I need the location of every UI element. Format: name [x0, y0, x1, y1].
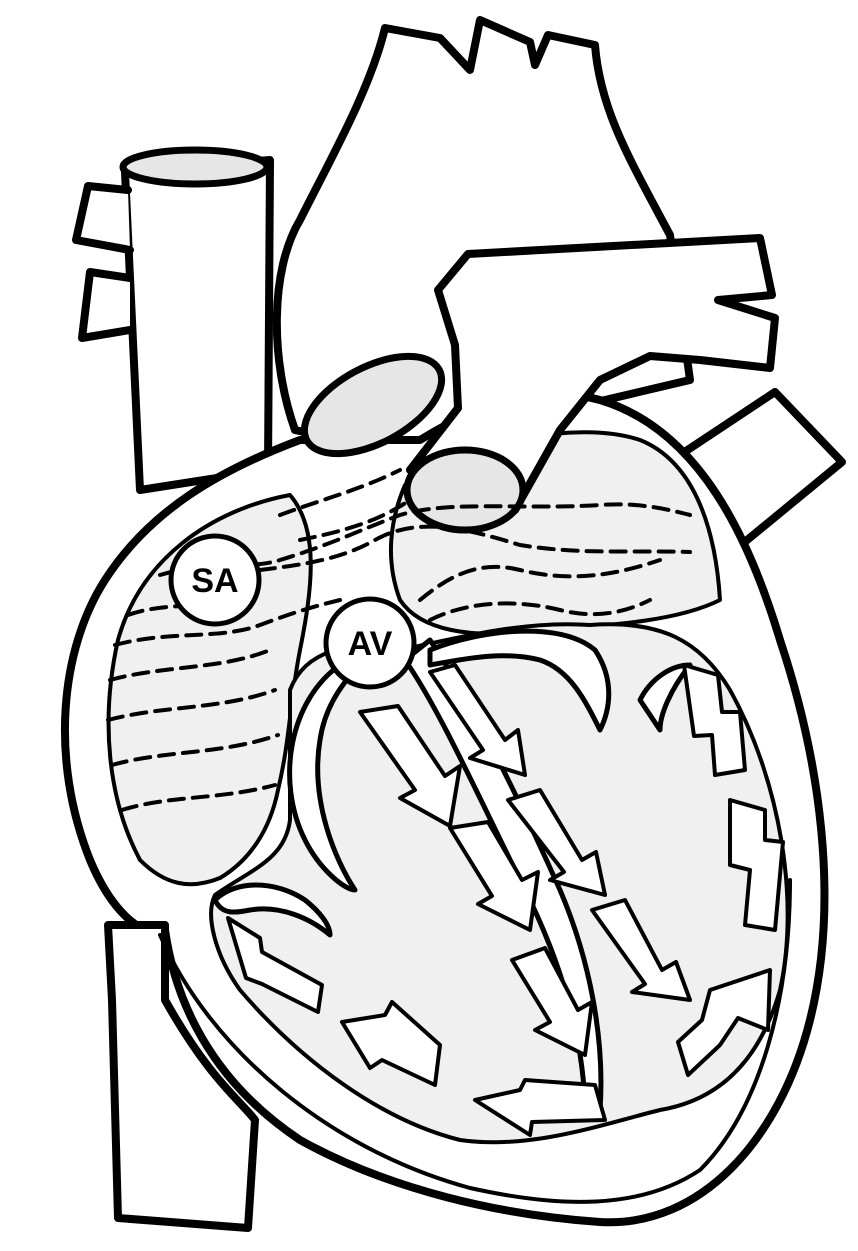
- av-node: AV: [326, 599, 414, 687]
- sa-node: SA: [171, 536, 259, 624]
- av-node-label: AV: [348, 625, 393, 663]
- pulmonary-artery-opening: [407, 450, 523, 530]
- pulmonary-vein-lower: [82, 272, 130, 338]
- sa-node-label: SA: [191, 562, 238, 600]
- pulmonary-vein-upper: [76, 186, 130, 250]
- superior-vena-cava-opening: [123, 150, 267, 184]
- superior-vena-cava: [125, 160, 270, 490]
